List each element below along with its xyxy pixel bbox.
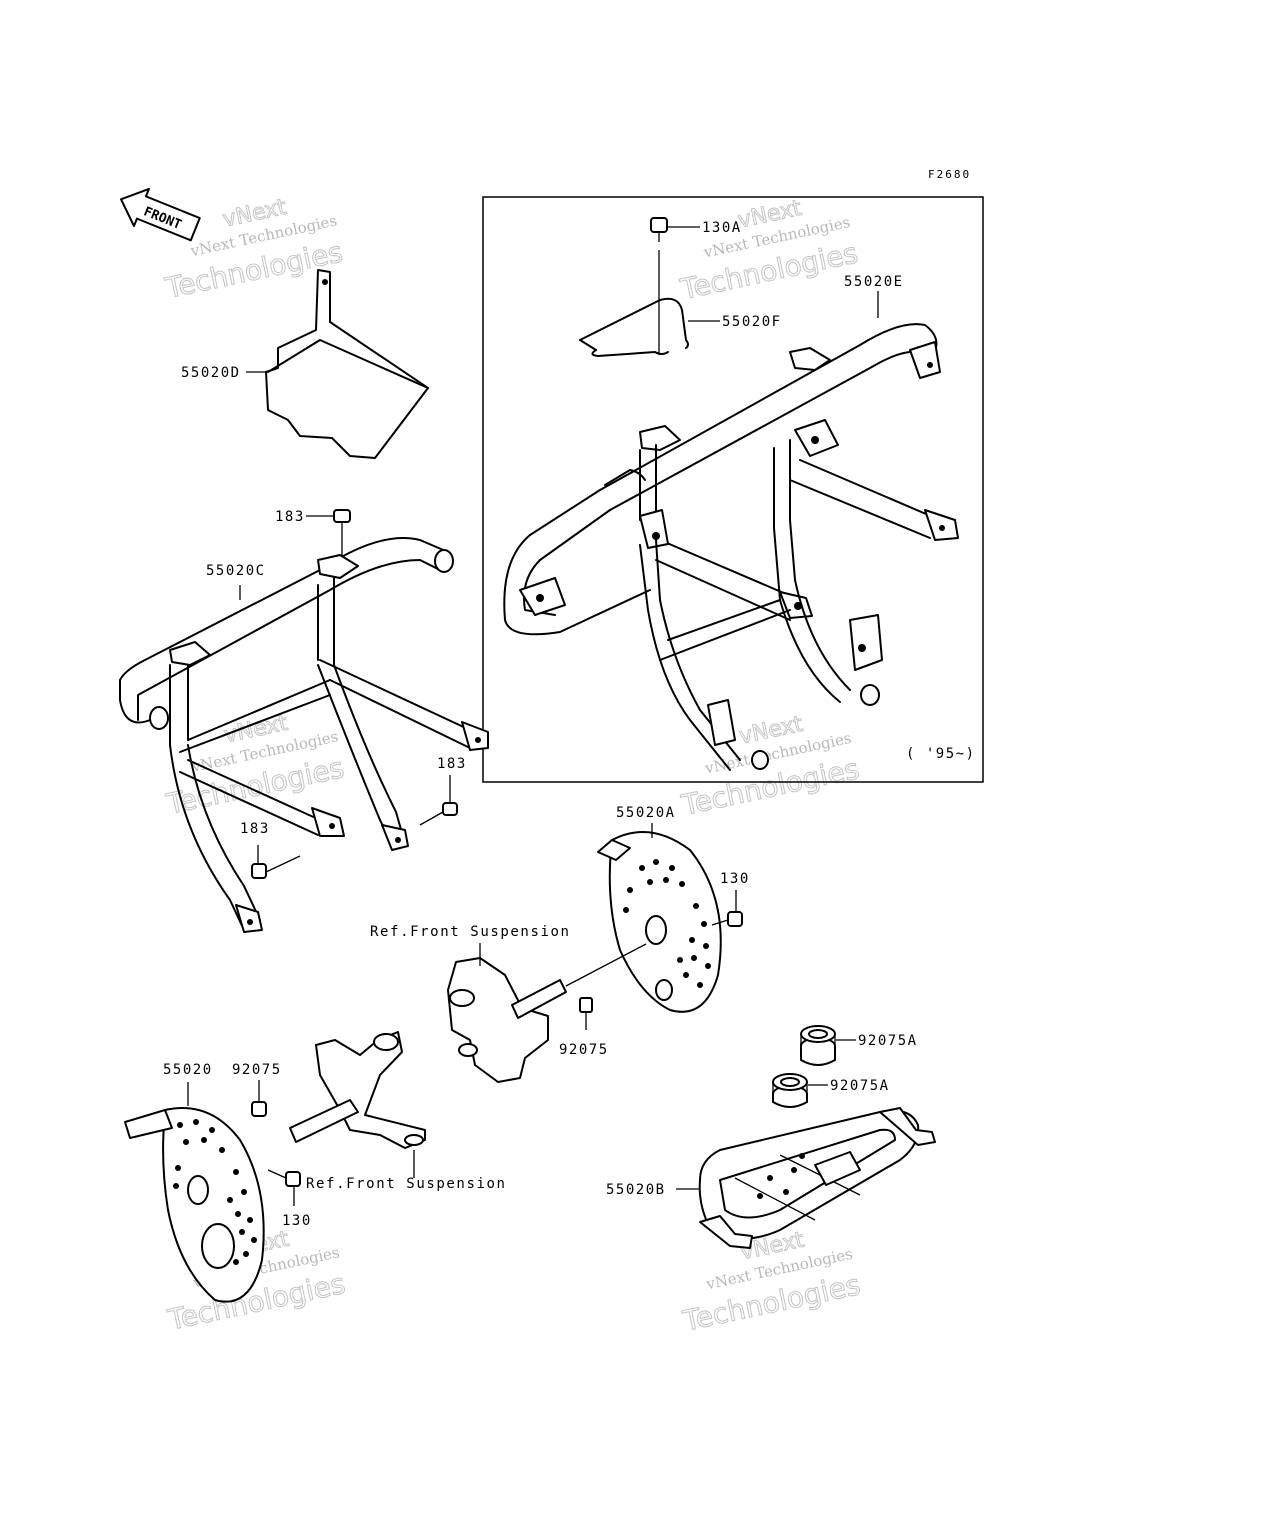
bumper-55020C	[119, 537, 489, 933]
bumper-55020E	[503, 323, 959, 771]
watermark-top-right: vNext vNext Technologies Technologies	[676, 195, 861, 306]
disc-guard-55020A	[597, 831, 722, 1013]
label-130A: 130A	[702, 220, 742, 236]
bolt-icon	[419, 775, 458, 826]
label-55020F: 55020F	[722, 314, 782, 330]
label-55020: 55020	[163, 1062, 213, 1078]
nut-icon	[579, 997, 593, 1030]
label-130-right: 130	[720, 871, 750, 887]
knuckle-right	[447, 943, 647, 1083]
bolt-icon	[711, 890, 743, 927]
figure-code: F2680	[928, 168, 971, 181]
label-130-left: 130	[282, 1213, 312, 1229]
bolt-icon	[650, 217, 668, 355]
label-183-mid: 183	[437, 756, 467, 772]
inset-year-label: ( '95~)	[906, 746, 976, 762]
label-92075-mid: 92075	[559, 1042, 609, 1058]
label-92075A-2: 92075A	[830, 1078, 890, 1094]
label-55020D: 55020D	[181, 365, 241, 381]
label-183-top: 183	[275, 509, 305, 525]
inset-frame-95	[482, 196, 984, 783]
skid-plate-55020B	[698, 1107, 936, 1249]
label-ref-front-suspension-1: Ref.Front Suspension	[370, 924, 571, 940]
label-55020B: 55020B	[606, 1182, 666, 1198]
disc-guard-55020	[124, 1107, 265, 1303]
label-ref-front-suspension-2: Ref.Front Suspension	[306, 1176, 507, 1192]
label-55020A: 55020A	[616, 805, 676, 821]
label-183-low: 183	[240, 821, 270, 837]
label-92075A-1: 92075A	[858, 1033, 918, 1049]
bushing-icon	[800, 1025, 836, 1066]
bolt-icon	[267, 1169, 301, 1206]
label-92075-left: 92075	[232, 1062, 282, 1078]
bushing-icon	[772, 1073, 808, 1108]
clip-55020F	[579, 297, 689, 357]
label-55020C: 55020C	[206, 563, 266, 579]
bolt-icon	[251, 845, 301, 879]
label-55020E: 55020E	[844, 274, 904, 290]
front-arrow-icon: FRONT	[120, 187, 201, 242]
guard-plate-55020D	[265, 269, 429, 459]
knuckle-left	[289, 1031, 426, 1149]
nut-icon	[251, 1080, 267, 1117]
